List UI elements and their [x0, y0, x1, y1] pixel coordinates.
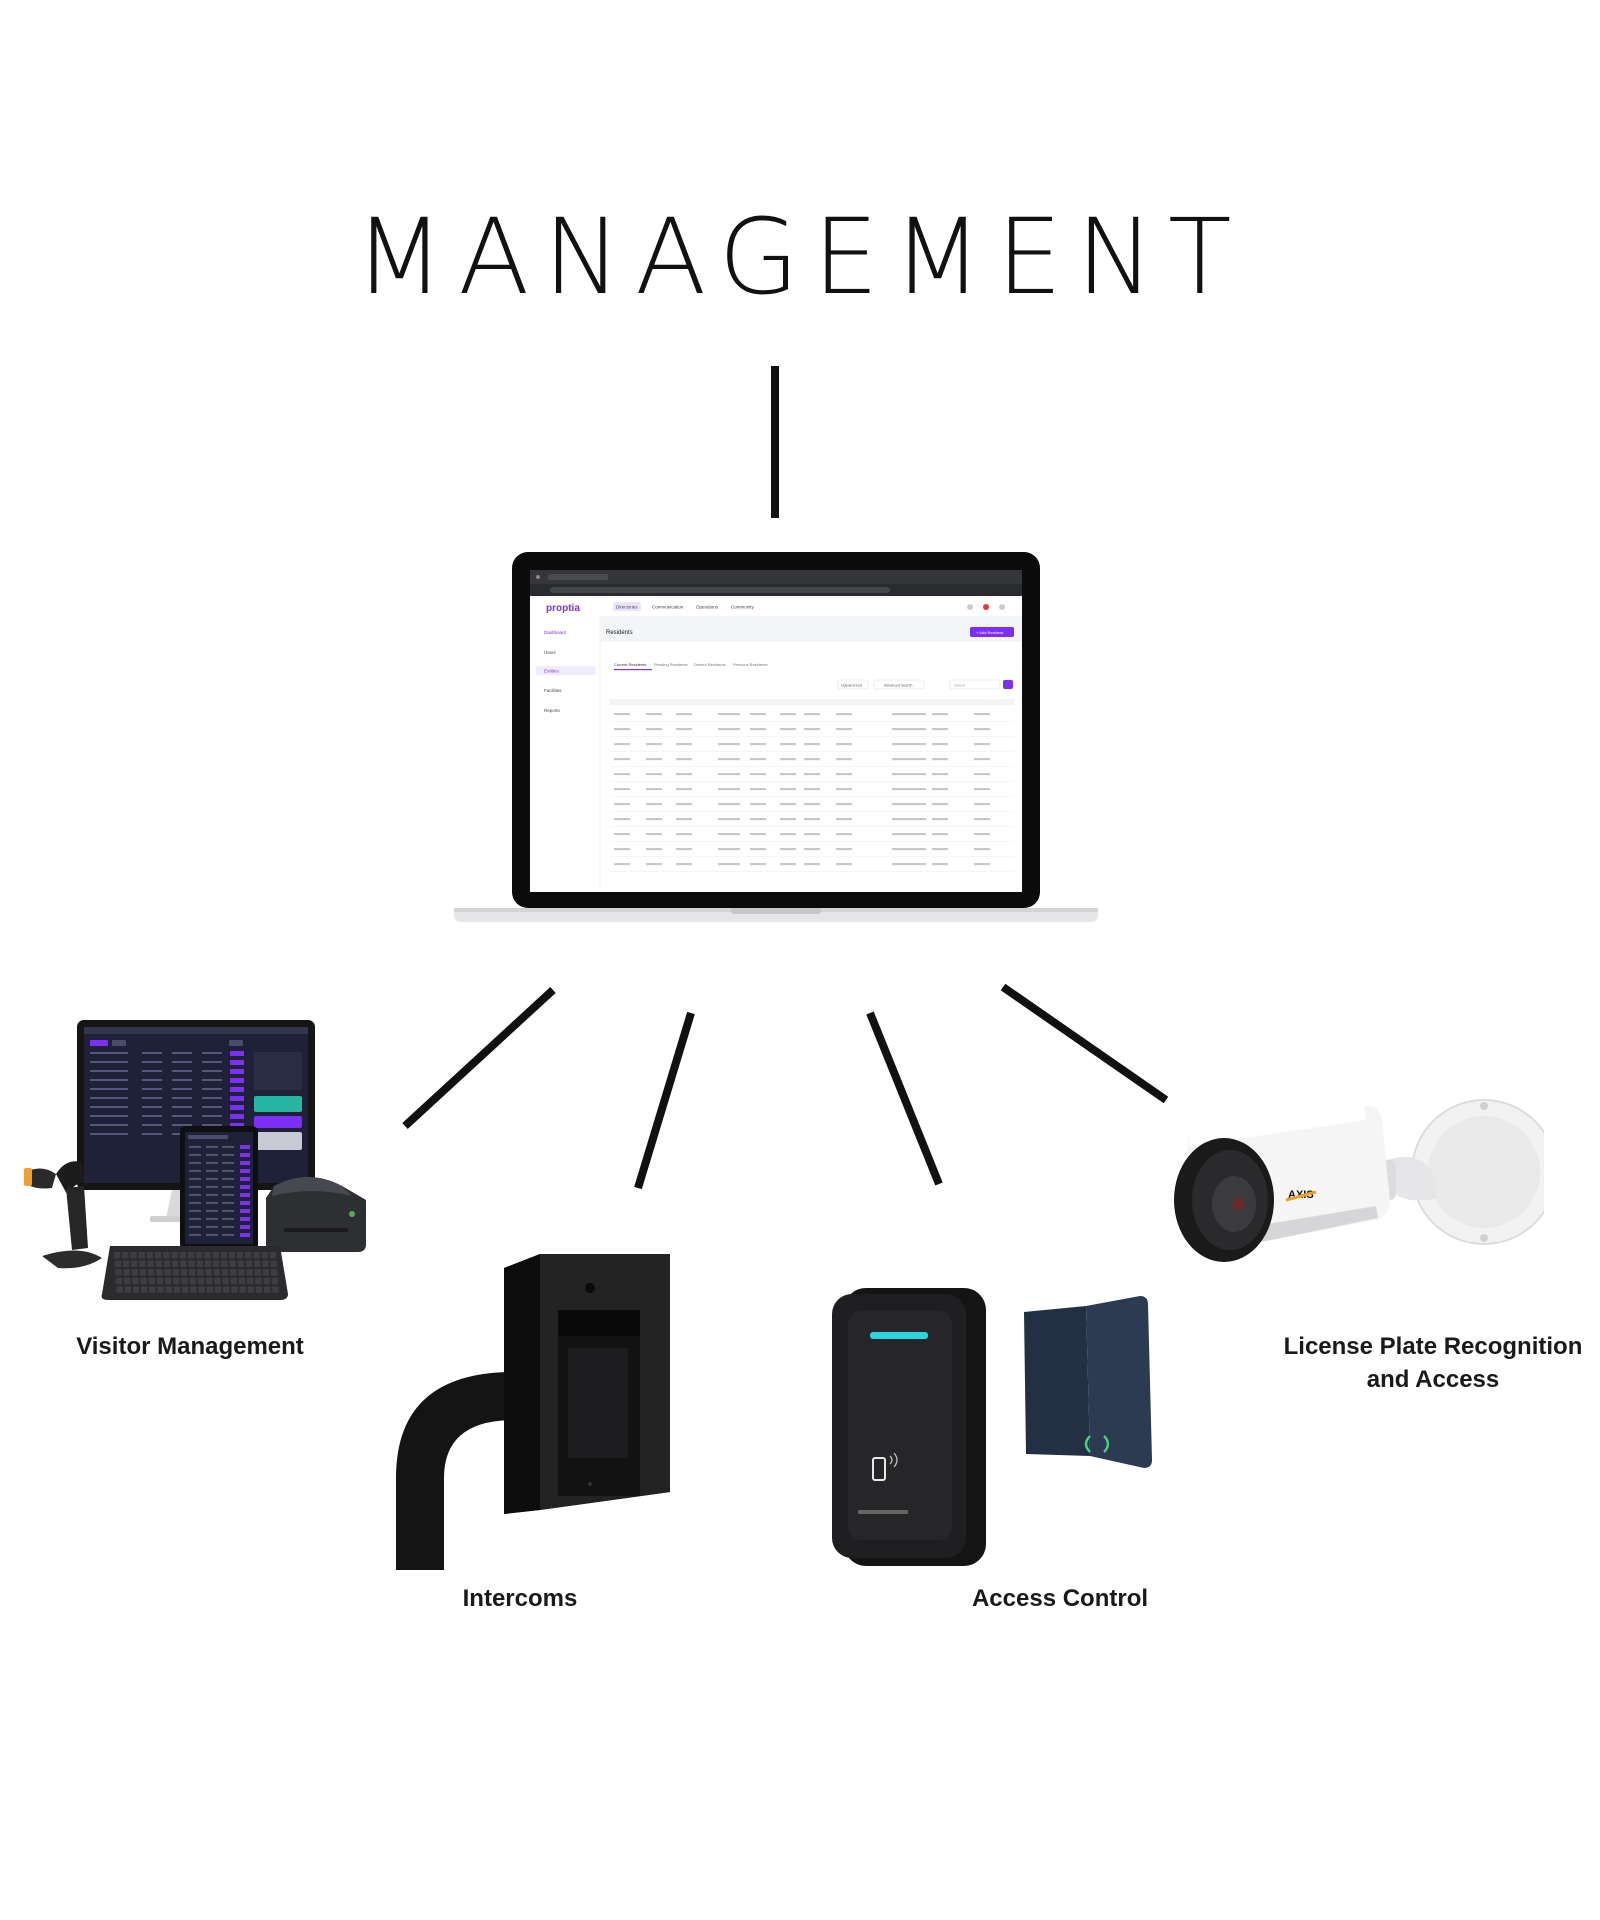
node-label-visitor-management: Visitor Management	[76, 1333, 304, 1360]
access-control-illustration	[832, 1288, 1152, 1566]
nav-item: Operations	[696, 605, 719, 610]
page-title: MANAGEMENT	[354, 196, 1246, 318]
lpr-camera-illustration: AXIS	[1174, 1099, 1544, 1262]
nav-item: Directories	[616, 605, 638, 610]
intercom-illustration	[396, 1254, 670, 1570]
sidebar-item: Users	[544, 650, 557, 655]
node-label-access-control: Access Control	[971, 1585, 1149, 1612]
connector-visitor	[402, 987, 556, 1129]
toolbar-item: Search	[954, 684, 965, 688]
connector-intercoms	[634, 1011, 695, 1190]
nav-item: Community	[731, 605, 755, 610]
visitor-management-illustration	[24, 1020, 366, 1300]
toolbar-item: Upload Excel	[841, 684, 862, 688]
app-logo: proptia	[546, 603, 580, 614]
add-resident-button: + Add Resident	[976, 630, 1004, 635]
laptop-illustration: proptia Directories Communication Operat…	[454, 552, 1098, 922]
sidebar-item: Entities	[544, 669, 560, 674]
connector-lpr	[1000, 983, 1169, 1104]
page-heading: Residents	[606, 630, 633, 636]
sidebar-item: Dashboard	[544, 630, 567, 635]
tab: Previous Residents	[733, 662, 767, 667]
sidebar-item: Facilities	[544, 688, 562, 693]
node-label-lpr: License Plate Recognition and Access	[1283, 1333, 1583, 1393]
connector-access	[866, 1011, 943, 1186]
node-label-intercoms: Intercoms	[462, 1585, 578, 1612]
toolbar-item: Advanced Search	[884, 684, 912, 688]
tab: Current Residents	[614, 662, 646, 667]
tab: Pending Residents	[654, 662, 688, 667]
sidebar-item: Reports	[544, 708, 561, 713]
nav-item: Communication	[652, 605, 684, 610]
tab: Denied Residents	[694, 662, 726, 667]
